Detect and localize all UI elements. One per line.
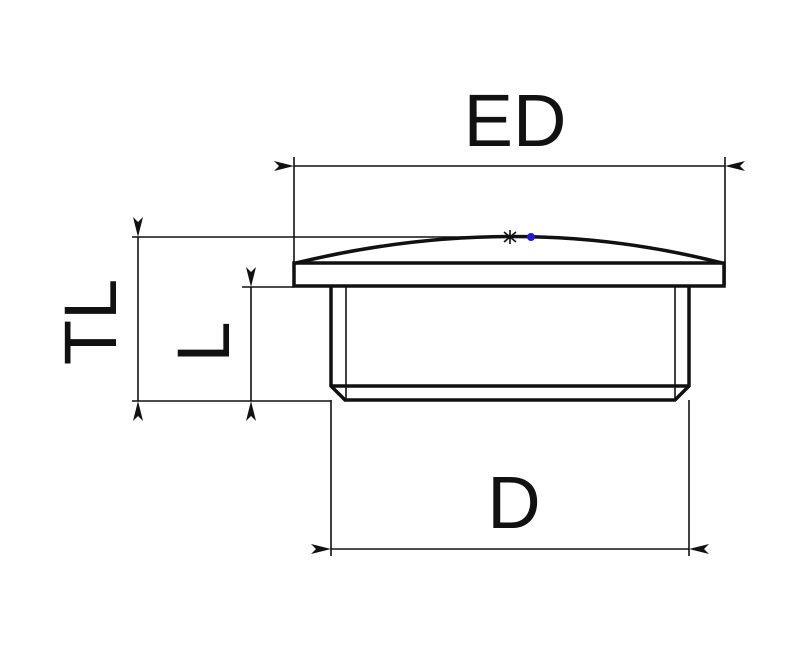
dimension-l: L — [162, 267, 294, 421]
dimension-tl: TL — [49, 217, 505, 421]
flange — [292, 261, 726, 288]
label-d: D — [487, 461, 540, 544]
label-tl: TL — [49, 279, 132, 365]
label-ed: ED — [464, 79, 567, 162]
cap-outline — [292, 230, 726, 402]
body-outline — [329, 286, 691, 402]
label-l: L — [162, 321, 245, 362]
dimension-ed: ED — [274, 79, 745, 285]
dimension-d: D — [311, 400, 709, 556]
dome-top — [295, 234, 723, 265]
center-point-icon — [502, 230, 535, 244]
